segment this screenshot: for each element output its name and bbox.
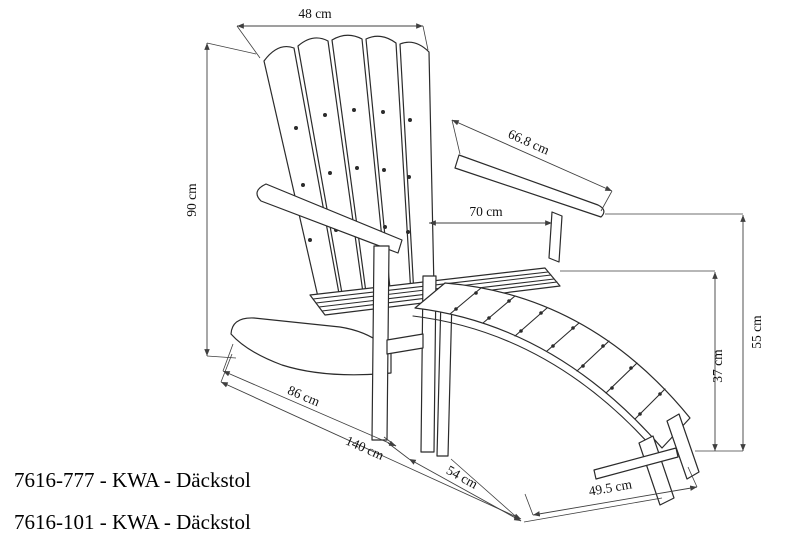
- screw-dot: [383, 225, 387, 229]
- screw-dot: [382, 168, 386, 172]
- backrest-slat: [297, 37, 365, 301]
- extension-line: [687, 466, 698, 488]
- chair-stringer: [230, 317, 392, 376]
- screw-dot: [355, 166, 359, 170]
- extension-line: [220, 353, 233, 383]
- screw-dot: [407, 175, 411, 179]
- chair-legs: [371, 245, 453, 457]
- footstool-screws: [454, 291, 662, 416]
- extension-line: [387, 442, 410, 460]
- dimension-label-footstool-height: 37 cm: [710, 349, 725, 383]
- backrest-slat: [263, 45, 341, 300]
- backrest-slat: [365, 35, 412, 300]
- dimension-label-footstool-width: 49.5 cm: [587, 476, 633, 498]
- dimension-label-backrest-width: 48 cm: [298, 6, 332, 21]
- dim-footstool-height: 37 cm: [560, 270, 725, 451]
- screw-dot: [454, 307, 458, 311]
- chair-armrest-left: [256, 183, 403, 254]
- screw-dot: [352, 108, 356, 112]
- screw-dot: [658, 392, 662, 396]
- footstool-edge-thickness: [412, 315, 659, 455]
- product-code-line2: 7616-101 - KWA - Däckstol: [14, 510, 251, 534]
- screw-dot: [474, 291, 478, 295]
- screw-dot: [507, 299, 511, 303]
- dimension-label-footstool-gap: 54 cm: [444, 462, 481, 492]
- product-code-line1: 7616-777 - KWA - Däckstol: [14, 468, 251, 492]
- screw-dot: [301, 183, 305, 187]
- screw-dot: [308, 238, 312, 242]
- dim-seat-width: 70 cm: [429, 204, 552, 226]
- screw-dot: [519, 329, 523, 333]
- screw-dot: [323, 113, 327, 117]
- screw-dot: [571, 326, 575, 330]
- screw-dot: [629, 366, 633, 370]
- screw-dot: [601, 344, 605, 348]
- armrest-support-right: [548, 211, 563, 263]
- screw-dot: [294, 126, 298, 130]
- backrest-slat: [399, 41, 435, 296]
- screw-dot: [610, 386, 614, 390]
- dimension-line: [532, 485, 698, 517]
- dimension-line: [222, 370, 397, 447]
- screw-dot: [539, 311, 543, 315]
- footstool-stretcher: [593, 447, 679, 480]
- dimension-label-armrest-length: 66.8 cm: [506, 126, 552, 158]
- footstool: [412, 282, 700, 506]
- dimension-label-chair-depth: 86 cm: [285, 382, 322, 409]
- extension-line: [236, 25, 261, 59]
- dimension-label-seat-width: 70 cm: [469, 204, 503, 219]
- extension-line: [451, 119, 461, 155]
- extension-line: [422, 25, 429, 51]
- extension-line: [523, 497, 663, 523]
- product-codes: 7616-777 - KWA - Däckstol 7616-101 - KWA…: [14, 468, 251, 534]
- dim-footstool-gap: 54 cm: [387, 442, 522, 522]
- screw-dot: [551, 344, 555, 348]
- chair-backrest: [263, 34, 435, 301]
- screw-dot: [408, 118, 412, 122]
- screw-dot: [581, 364, 585, 368]
- extension-line: [206, 355, 237, 359]
- dim-backrest-height: 90 cm: [184, 42, 257, 359]
- dim-armrest-height: 55 cm: [605, 213, 764, 452]
- extension-line: [524, 493, 534, 516]
- screw-dot: [328, 171, 332, 175]
- leg-cross-brace: [386, 333, 424, 355]
- dimension-line: [408, 458, 522, 522]
- screw-dot: [487, 316, 491, 320]
- screw-dot: [638, 412, 642, 416]
- dimension-line: [451, 119, 613, 192]
- dimension-label-backrest-height: 90 cm: [184, 183, 199, 217]
- dim-backrest-width: 48 cm: [236, 6, 429, 59]
- chair-drawing: [230, 34, 700, 506]
- extension-line: [206, 42, 257, 55]
- dimension-label-armrest-height: 55 cm: [749, 315, 764, 349]
- extension-line: [600, 190, 613, 212]
- extension-line: [222, 343, 234, 372]
- footstool-leg-right-near: [638, 435, 675, 506]
- screw-dot: [381, 110, 385, 114]
- screw-dot: [406, 230, 410, 234]
- footstool-leg-right-far: [666, 413, 700, 480]
